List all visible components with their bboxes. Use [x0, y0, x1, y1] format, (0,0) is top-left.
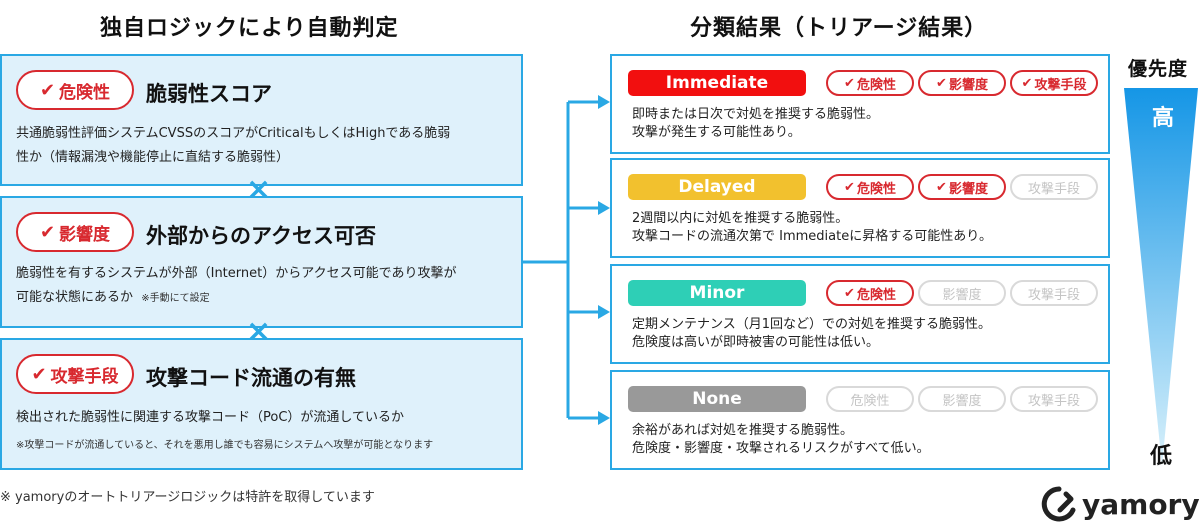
criteria-tag: 影響度 — [918, 280, 1006, 306]
description-line: 攻撃が発生する可能性あり。 — [632, 125, 801, 140]
yamory-logo: yamory — [1040, 486, 1200, 522]
tag-label: 危険性 — [856, 77, 896, 93]
level-label: Minor — [628, 280, 806, 306]
priority-heading: 優先度 — [1128, 58, 1189, 80]
priority-low-label: 低 — [1150, 444, 1173, 469]
criteria-tag: 攻撃手段 — [1010, 280, 1098, 306]
criteria-description: 脆弱性を有するシステムが外部（Internet）からアクセス可能であり攻撃が 可… — [16, 262, 516, 311]
priority-high-label: 高 — [1152, 106, 1175, 131]
result-box-none: None 危険性 影響度 攻撃手段余裕があれば対処を推奨する脆弱性。危険度・影響度・攻… — [610, 370, 1110, 470]
arrowhead-icon — [598, 411, 610, 425]
check-icon: ✔ — [936, 75, 947, 91]
criteria-note: ※攻撃コードが流通していると、それを悪用し誰でも容易にシステムへ攻撃が可能となり… — [16, 440, 434, 451]
tag-label: 危険性 — [856, 287, 896, 303]
criteria-tag: ✔危険性 — [826, 174, 914, 200]
result-description: 2週間以内に対処を推奨する脆弱性。攻撃コードの流通次第で Immediateに昇… — [632, 210, 992, 246]
check-icon: ✔ — [1021, 75, 1033, 91]
check-icon: ✔ — [39, 221, 56, 243]
criteria-tag: 影響度 — [918, 386, 1006, 412]
results-heading: 分類結果（トリアージ結果） — [690, 16, 988, 41]
tag-label: 攻撃手段 — [1034, 77, 1087, 93]
description-line: 2週間以内に対処を推奨する脆弱性。 — [632, 211, 849, 226]
check-icon: ✔ — [31, 363, 47, 385]
result-description: 定期メンテナンス（月1回など）での対処を推奨する脆弱性。危険度は高いが即時被害の… — [632, 316, 991, 352]
result-box-immediate: Immediate✔危険性✔影響度✔攻撃手段即時または日次で対処を推奨する脆弱性… — [610, 54, 1110, 154]
description-line: 即時または日次で対処を推奨する脆弱性。 — [632, 107, 880, 122]
pill-label: 影響度 — [59, 224, 111, 245]
tag-label: 攻撃手段 — [1027, 287, 1080, 303]
criteria-tag: ✔影響度 — [918, 70, 1006, 96]
pill-label: 危険性 — [59, 82, 111, 103]
criteria-tag: 危険性 — [826, 386, 914, 412]
description-line: 脆弱性を有するシステムが外部（Internet）からアクセス可能であり攻撃が — [16, 266, 457, 281]
criteria-tag: ✔影響度 — [918, 174, 1006, 200]
criteria-box-impact: ✔ 影響度 外部からのアクセス可否 脆弱性を有するシステムが外部（Interne… — [0, 196, 523, 328]
arrowhead-icon — [598, 201, 610, 215]
level-label: None — [628, 386, 806, 412]
description-line: 検出された脆弱性に関連する攻撃コード（PoC）が流通しているか — [16, 410, 405, 425]
arrowhead-icon — [598, 95, 610, 109]
criteria-box-severity: ✔ 危険性 脆弱性スコア 共通脆弱性評価システムCVSSのスコアがCritica… — [0, 54, 523, 186]
tag-label: 影響度 — [948, 181, 988, 197]
priority-gradient — [1124, 88, 1198, 466]
tag-label: 危険性 — [856, 181, 896, 197]
criteria-tag: ✔攻撃手段 — [1010, 70, 1098, 96]
description-line: 可能な状態にあるか — [16, 290, 134, 305]
description-line: 危険度・影響度・攻撃されるリスクがすべて低い。 — [632, 441, 930, 456]
description-line: 定期メンテナンス（月1回など）での対処を推奨する脆弱性。 — [632, 317, 992, 332]
criteria-title: 攻撃コード流通の有無 — [146, 366, 356, 390]
criteria-description: 共通脆弱性評価システムCVSSのスコアがCriticalもしくはHighである脆… — [16, 122, 516, 170]
criteria-tag: 攻撃手段 — [1010, 174, 1098, 200]
check-icon: ✔ — [844, 75, 855, 91]
criteria-heading: 独自ロジックにより自動判定 — [100, 16, 399, 41]
description-line: 余裕があれば対処を推奨する脆弱性。 — [632, 423, 854, 438]
result-box-minor: Minor ✔危険性 影響度 攻撃手段定期メンテナンス（月1回など）での対処を推奨する… — [610, 264, 1110, 364]
patent-footnote: ※ yamoryのオートトリアージロジックは特許を取得しています — [0, 490, 375, 505]
check-icon: ✔ — [936, 179, 947, 195]
criteria-tag: 攻撃手段 — [1010, 386, 1098, 412]
description-line: 共通脆弱性評価システムCVSSのスコアがCriticalもしくはHighである脆… — [16, 126, 451, 141]
tag-label: 影響度 — [942, 393, 982, 409]
priority-triangle — [1124, 88, 1198, 466]
check-icon: ✔ — [844, 179, 855, 195]
description-line: 危険度は高いが即時被害の可能性は低い。 — [632, 335, 880, 350]
pill-label: 攻撃手段 — [50, 366, 119, 387]
criteria-box-attack: ✔ 攻撃手段 攻撃コード流通の有無 検出された脆弱性に関連する攻撃コード（PoC… — [0, 338, 523, 470]
result-description: 即時または日次で対処を推奨する脆弱性。攻撃が発生する可能性あり。 — [632, 106, 879, 142]
result-description: 余裕があれば対処を推奨する脆弱性。危険度・影響度・攻撃されるリスクがすべて低い。 — [632, 422, 930, 458]
yamory-logo-icon — [1041, 486, 1076, 522]
inline-note: ※手動にて設定 — [141, 293, 210, 304]
attack-pill: ✔ 攻撃手段 — [16, 354, 134, 394]
criteria-title: 外部からのアクセス可否 — [146, 224, 376, 248]
criteria-title: 脆弱性スコア — [146, 82, 272, 106]
connector-arrows — [523, 95, 610, 425]
check-icon: ✔ — [39, 79, 56, 101]
tag-label: 攻撃手段 — [1027, 393, 1080, 409]
impact-pill: ✔ 影響度 — [16, 212, 134, 252]
level-label: Delayed — [628, 174, 806, 200]
tag-label: 攻撃手段 — [1027, 181, 1080, 197]
description-line: 性か（情報漏洩や機能停止に直結する脆弱性） — [16, 150, 290, 165]
severity-pill: ✔ 危険性 — [16, 70, 134, 110]
criteria-tag: ✔危険性 — [826, 280, 914, 306]
logo-text: yamory — [1082, 487, 1200, 521]
criteria-description: 検出された脆弱性に関連する攻撃コード（PoC）が流通しているか — [16, 406, 516, 430]
arrowhead-icon — [598, 305, 610, 319]
description-line: 攻撃コードの流通次第で Immediateに昇格する可能性あり。 — [632, 229, 992, 244]
level-label: Immediate — [628, 70, 806, 96]
criteria-tag: ✔危険性 — [826, 70, 914, 96]
tag-label: 影響度 — [942, 287, 982, 303]
tag-label: 影響度 — [948, 77, 988, 93]
check-icon: ✔ — [844, 285, 855, 301]
tag-label: 危険性 — [850, 393, 890, 409]
